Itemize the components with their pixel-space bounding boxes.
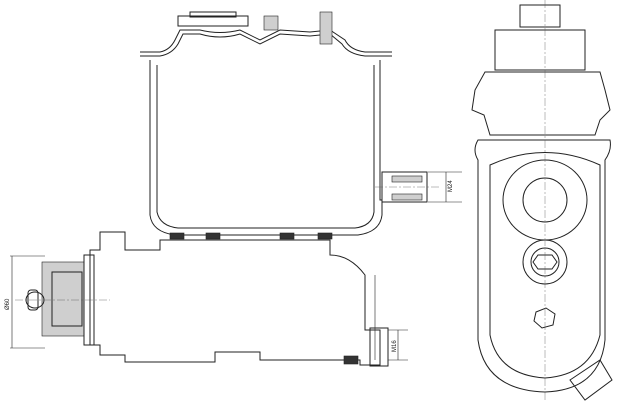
dimension-m24: M24 [448, 180, 454, 192]
dimension-m16: M16 [392, 340, 398, 352]
front-view [471, 0, 613, 401]
dimension-diameter-60: Ø60 [5, 298, 11, 310]
tank-section-view: M24 [140, 11, 462, 240]
base-view: M16 Ø60 [5, 231, 408, 367]
